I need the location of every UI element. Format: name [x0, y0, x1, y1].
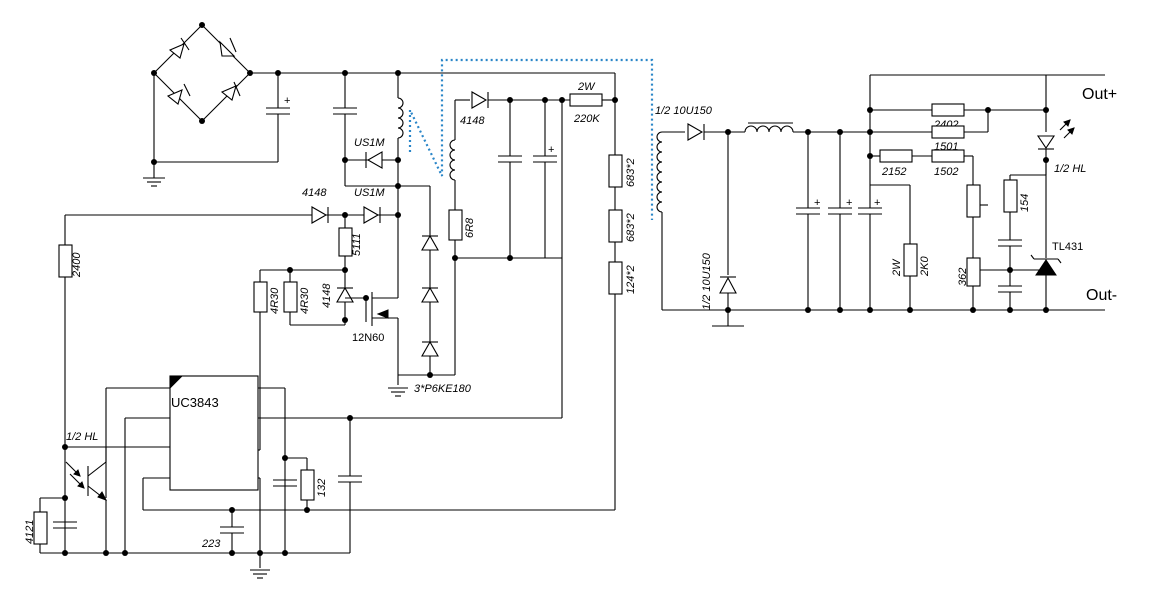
ground-icon: [143, 177, 165, 187]
resistor-label-220k: 220K: [573, 113, 600, 125]
opto-led: [1036, 119, 1075, 150]
ic-label: UC3843: [171, 395, 219, 410]
ground-icon: [388, 387, 408, 397]
resistor-label-154: 154: [1019, 194, 1031, 212]
uc3843-controller: [169, 375, 259, 491]
svg-text:+: +: [874, 197, 880, 209]
mosfet-label: 12N60: [352, 332, 384, 344]
opto-transistor: [65, 447, 108, 501]
diode-label-4148-c: 4148: [321, 283, 333, 308]
resistor-label-2k0: 2K0: [919, 256, 931, 277]
resistor-label-2152: 2152: [881, 166, 906, 178]
diode-label-us1m-b: US1M: [354, 187, 385, 199]
resistor-label-2w-b: 2W: [891, 258, 903, 277]
cap-label-223: 223: [201, 538, 221, 550]
diode-label-4148-b: 4148: [460, 115, 485, 127]
diode-label-us1m-a: US1M: [354, 137, 385, 149]
diode-label-4148-a: 4148: [302, 187, 327, 199]
resistor-label-2w-a: 2W: [577, 81, 596, 93]
svg-text:+: +: [284, 95, 290, 107]
bulk-capacitor: +: [266, 73, 290, 162]
resistor-label-4121: 4121: [24, 520, 36, 544]
out-plus-label: Out+: [1082, 86, 1117, 103]
resistor-label-683-a: 683*2: [625, 158, 637, 187]
svg-text:+: +: [846, 197, 852, 209]
resistor-label-124: 124*2: [625, 265, 637, 294]
bridge-rectifier: [151, 22, 253, 124]
tl431-label: TL431: [1052, 241, 1083, 253]
hl-primary-label: 1/2 HL: [66, 431, 98, 443]
resistor-label-362: 362: [957, 268, 969, 286]
diode-label-out-a: 1/2 10U150: [655, 105, 713, 117]
svg-text:+: +: [548, 144, 554, 156]
ground-icon: [250, 569, 270, 579]
diode-label-out-b: 1/2 10U150: [701, 252, 713, 310]
resistor-label-4r30-b: 4R30: [299, 287, 311, 314]
isolation-boundary: [408, 58, 654, 220]
tvs-label: 3*P6KE180: [414, 383, 472, 395]
tvs-diode-stack: [421, 234, 439, 357]
resistor-label-683-b: 683*2: [625, 213, 637, 242]
svg-text:+: +: [814, 197, 820, 209]
resistor-label-5111: 5111: [351, 233, 363, 256]
out-minus-label: Out-: [1086, 287, 1117, 304]
hl-secondary-label: 1/2 HL: [1054, 163, 1086, 175]
resistor-label-1502: 1502: [934, 166, 958, 178]
resistor-label-4r30-a: 4R30: [269, 287, 281, 314]
resistor-label-6r8: 6R8: [464, 217, 476, 238]
resistor-label-132: 132: [316, 479, 328, 497]
resistor-label-2400: 2400: [71, 252, 83, 278]
